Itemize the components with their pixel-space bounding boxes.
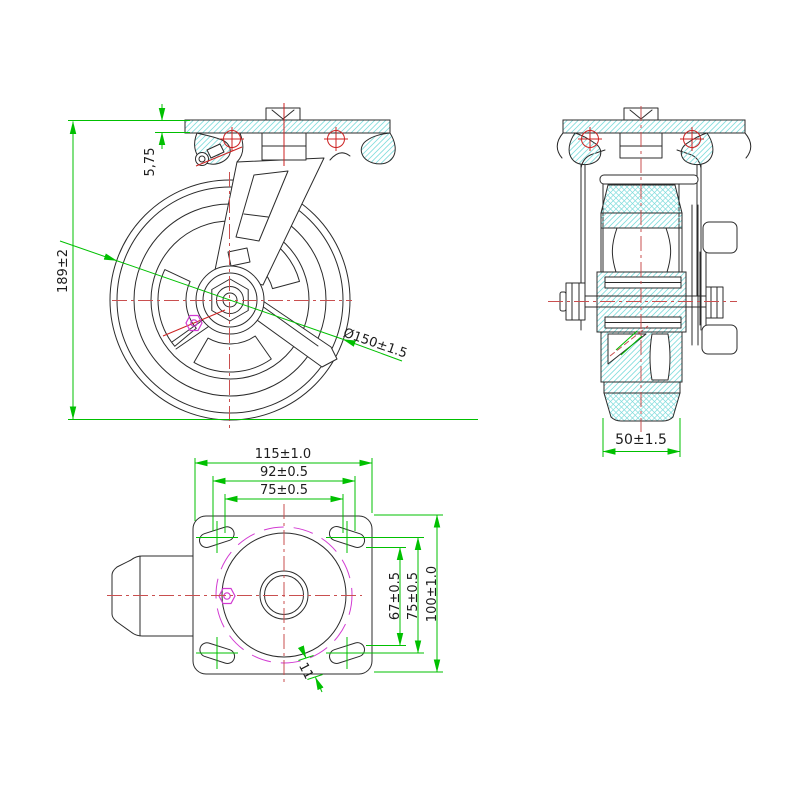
axle-bolt-head xyxy=(705,286,724,319)
swivel-curl-right xyxy=(680,132,714,166)
dim-hole-pitch-x2: 75±0.5 xyxy=(260,483,308,498)
dim-plate-thickness: 5,75 xyxy=(143,148,158,177)
slot-crosshairs xyxy=(196,521,424,669)
dim-slot-width: 11 xyxy=(295,660,316,682)
rim-band-bottom xyxy=(603,381,681,394)
mount-plate-side xyxy=(184,119,391,134)
brake-pedal xyxy=(691,204,738,355)
dim-wheel-width: 50±1.5 xyxy=(615,432,667,448)
dim-wheel-diameter: Ø150±1.5 xyxy=(341,326,409,362)
kingpin-top xyxy=(265,107,301,121)
plan-view xyxy=(107,504,424,686)
front-view xyxy=(548,106,752,432)
brake-adjuster-hex xyxy=(185,314,203,332)
dim-overall-height: 189±2 xyxy=(56,249,71,293)
fork-crossbar xyxy=(599,174,699,185)
dim-plate-depth: 100±1.0 xyxy=(425,566,440,622)
swivel-curl-left xyxy=(568,132,602,166)
wheel-cutout xyxy=(193,335,272,373)
spoke-window xyxy=(649,333,671,381)
dim-hole-pitch-y: 75±0.5 xyxy=(406,572,421,620)
side-view xyxy=(109,103,396,432)
dim-hole-pitch-y-inner: 67±0.5 xyxy=(388,572,403,620)
dim-plate-width: 115±1.0 xyxy=(255,447,311,462)
rivet-crosshair xyxy=(220,127,348,151)
tire-rubber-bottom xyxy=(603,392,681,422)
wheel-cutout xyxy=(157,269,197,347)
swivel-curl-right xyxy=(360,132,396,165)
rivet-crosshair xyxy=(578,127,704,151)
dim-hole-pitch-x: 92±0.5 xyxy=(260,465,308,480)
fork-slot xyxy=(235,170,289,242)
